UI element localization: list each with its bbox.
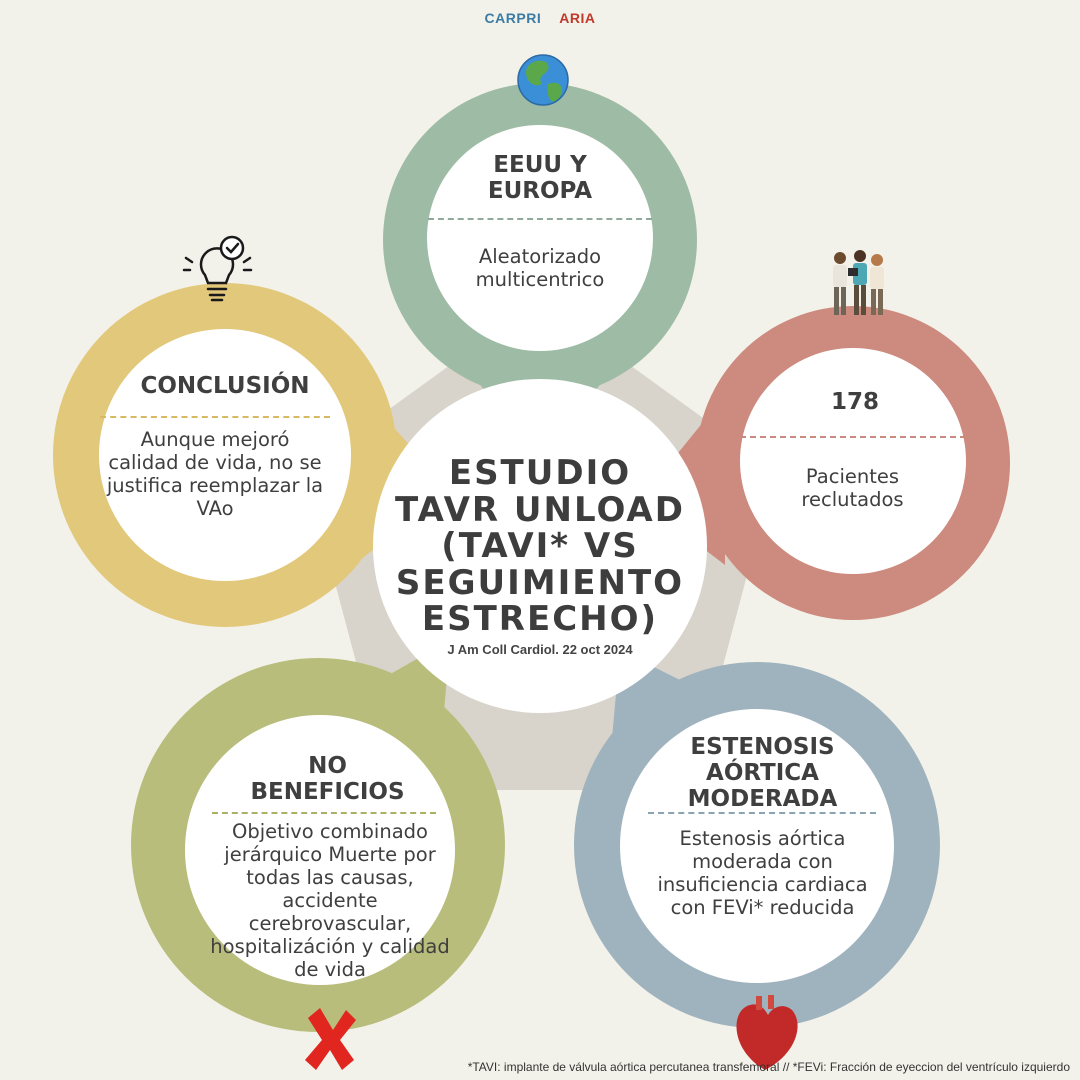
lightbulb-icon xyxy=(182,235,253,302)
card-left-body: Aunque mejoró calidad de vida, no se jus… xyxy=(106,428,324,520)
center-title-line: (TAVI* VS xyxy=(441,526,639,566)
card-bottom-left-shape xyxy=(131,640,505,1032)
footnote: *TAVI: implante de válvula aórtica percu… xyxy=(467,1060,1070,1074)
people-icon xyxy=(833,250,884,315)
card-left-divider xyxy=(100,416,330,418)
center-title-line: SEGUIMIENTO xyxy=(395,562,685,603)
card-left-title: CONCLUSIÓN xyxy=(140,373,310,399)
card-bottom-left-divider xyxy=(212,812,436,814)
card-right-divider xyxy=(740,436,966,438)
center-title-line: TAVR UNLOAD xyxy=(395,489,685,530)
heart-icon xyxy=(736,995,798,1070)
center-title-line: ESTRECHO) xyxy=(421,599,659,639)
center-circle xyxy=(373,379,707,713)
card-bottom-right-title: ESTENOSIS AÓRTICA MODERADA xyxy=(687,734,838,812)
card-right-shape xyxy=(640,306,1010,620)
card-bottom-left-body: Objetivo combinado jerárquico Muerte por… xyxy=(210,820,450,981)
card-bottom-left-title: NO BENEFICIOS xyxy=(250,753,405,805)
card-top-divider xyxy=(428,218,652,220)
center-reference: J Am Coll Cardiol. 22 oct 2024 xyxy=(447,642,633,657)
card-top-title: EEUU Y EUROPA xyxy=(487,152,593,204)
card-bottom-right-divider xyxy=(648,812,876,814)
center-title-line: ESTUDIO xyxy=(448,453,632,493)
globe-icon xyxy=(517,54,569,106)
logo-part-1: CARPRI xyxy=(484,10,542,26)
brand-logo: CARPRI ARIA xyxy=(0,10,1080,26)
card-bottom-right-body: Estenosis aórtica moderada con insuficie… xyxy=(657,827,868,919)
x-mark-icon xyxy=(305,1008,356,1070)
card-top-body: Aleatorizado multicentrico xyxy=(475,245,605,291)
logo-part-2: ARIA xyxy=(559,10,596,26)
center-title: ESTUDIO TAVR UNLOAD (TAVI* VS SEGUIMIENT… xyxy=(380,455,700,638)
card-right-body: Pacientes reclutados xyxy=(801,465,904,511)
card-bottom-right-shape xyxy=(574,650,940,1028)
card-right-title: 178 xyxy=(830,389,879,415)
